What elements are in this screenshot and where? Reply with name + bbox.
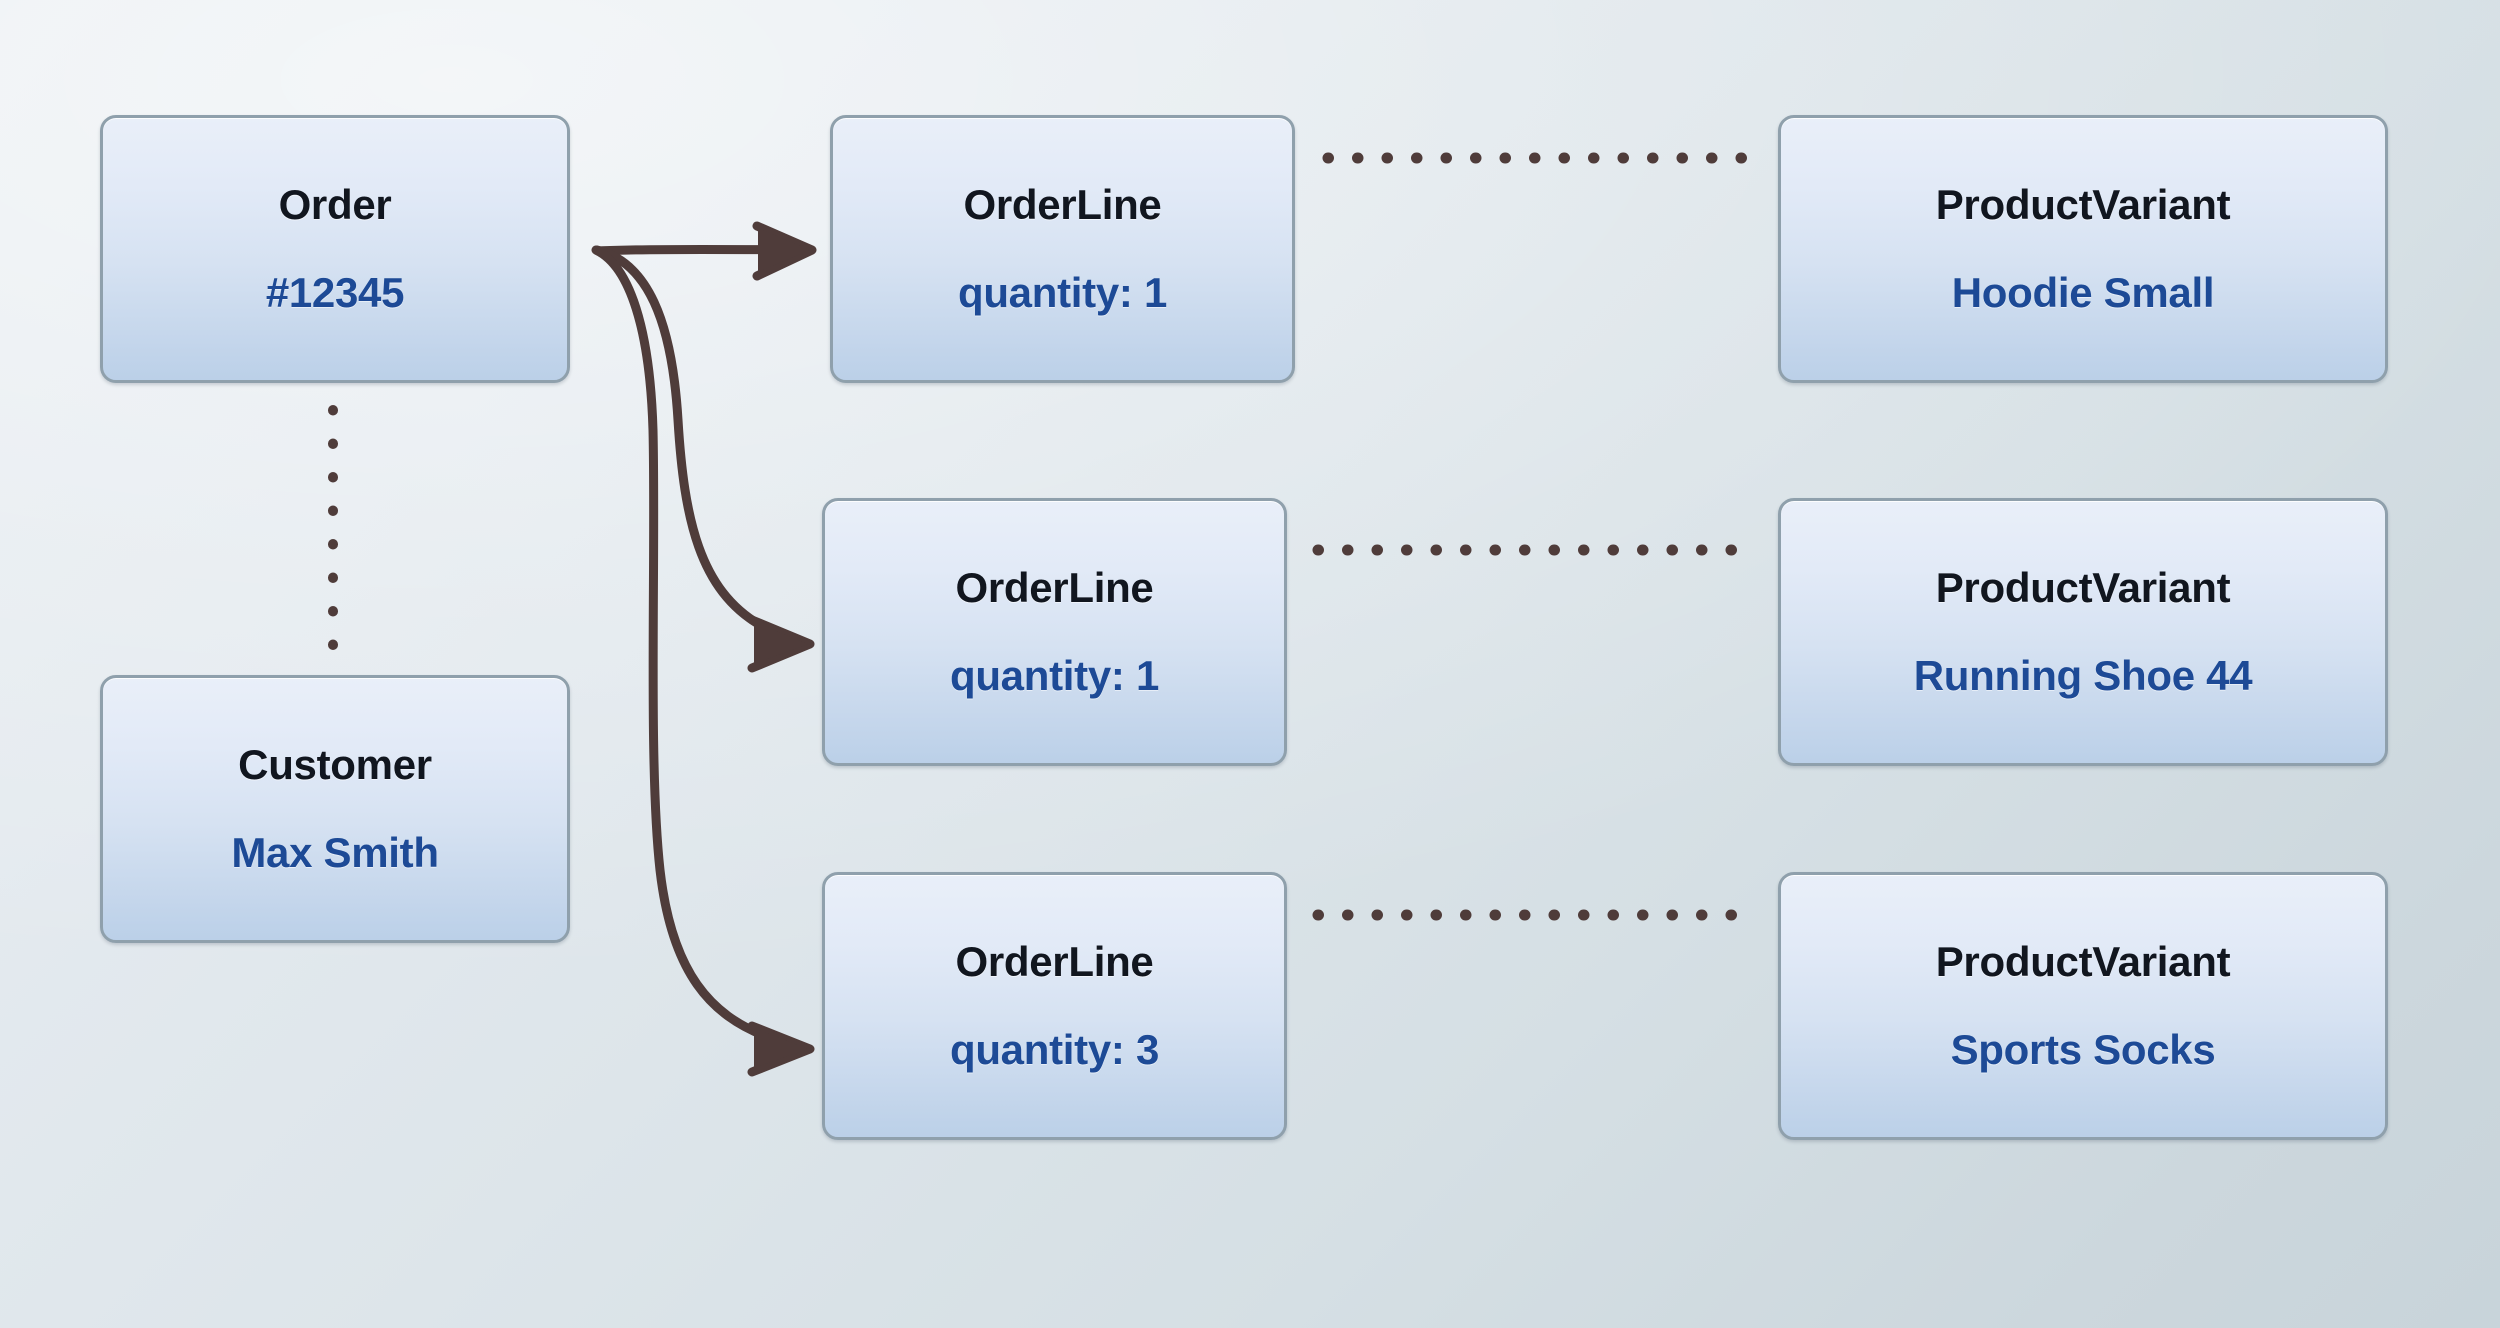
arrow-order-to-orderline-2 (592, 245, 815, 673)
productvariant-node-2[interactable]: ProductVariant Running Shoe 44 (1778, 498, 2388, 766)
orderline-node-3[interactable]: OrderLine quantity: 3 (822, 872, 1287, 1140)
productvariant-node-1[interactable]: ProductVariant Hoodie Small (1778, 115, 2388, 383)
orderline-node-2-value: quantity: 1 (949, 652, 1160, 699)
orderline-node-1-value: quantity: 1 (957, 269, 1168, 316)
orderline-node-1[interactable]: OrderLine quantity: 1 (830, 115, 1295, 383)
productvariant-node-2-title: ProductVariant (1935, 563, 2231, 611)
customer-node-title: Customer (238, 740, 432, 788)
orderline-node-2[interactable]: OrderLine quantity: 1 (822, 498, 1287, 766)
orderline-node-3-value: quantity: 3 (949, 1026, 1160, 1073)
productvariant-node-3-title: ProductVariant (1935, 937, 2231, 985)
order-node-value: #12345 (265, 269, 405, 316)
productvariant-node-3[interactable]: ProductVariant Sports Socks (1778, 872, 2388, 1140)
productvariant-node-2-value: Running Shoe 44 (1913, 652, 2253, 699)
arrow-order-to-orderline-1 (593, 221, 817, 281)
order-node-title: Order (278, 180, 392, 228)
productvariant-node-1-value: Hoodie Small (1951, 269, 2215, 316)
productvariant-node-1-title: ProductVariant (1935, 180, 2231, 228)
customer-node[interactable]: Customer Max Smith (100, 675, 570, 943)
arrow-order-to-orderline-3 (591, 245, 815, 1077)
orderline-node-3-title: OrderLine (955, 937, 1154, 985)
customer-node-value: Max Smith (231, 829, 439, 876)
productvariant-node-3-value: Sports Socks (1950, 1026, 2216, 1073)
order-node[interactable]: Order #12345 (100, 115, 570, 383)
orderline-node-1-title: OrderLine (963, 180, 1162, 228)
orderline-node-2-title: OrderLine (955, 563, 1154, 611)
